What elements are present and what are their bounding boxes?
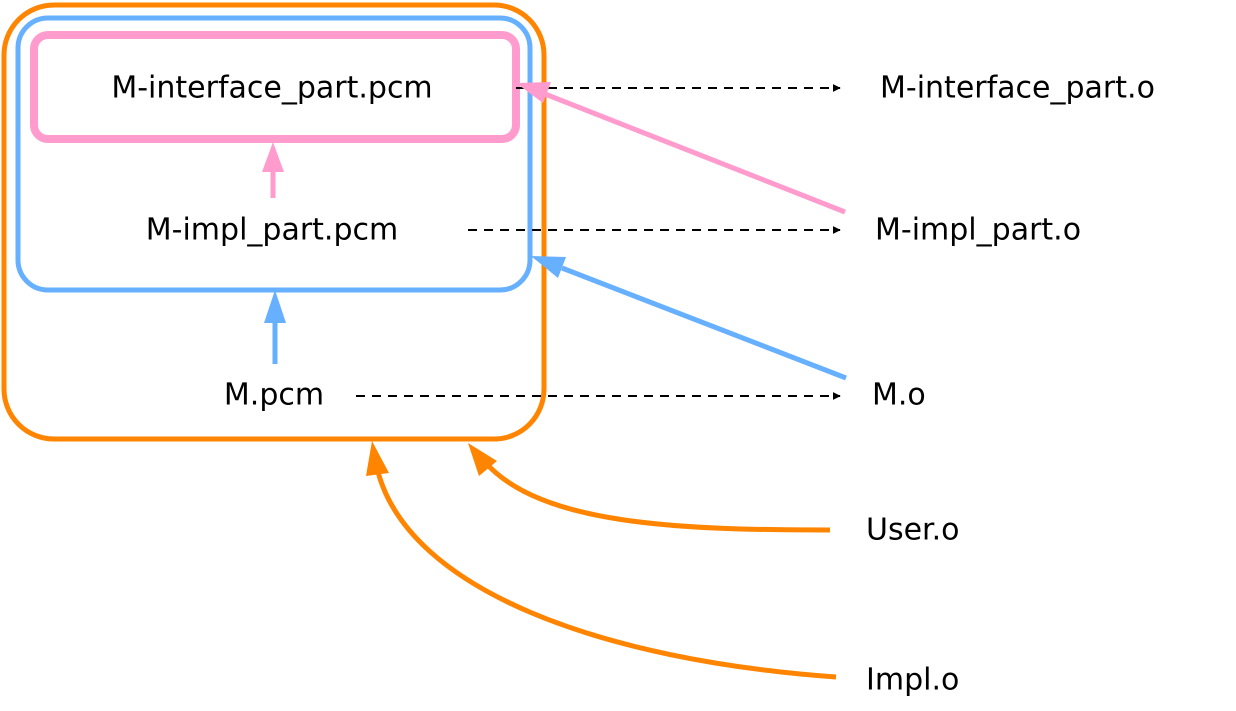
impl-part-group-box xyxy=(15,15,533,293)
impl-file-o-to-mpcm-arrowhead xyxy=(366,441,389,476)
impl-o-label: M-impl_part.o xyxy=(875,213,1081,248)
mpcm-to-impl-arrowhead xyxy=(264,290,286,323)
user-o-to-mpcm-edge xyxy=(483,460,831,533)
interface-pcm-label: M-interface_part.pcm xyxy=(111,71,432,106)
interface-o-label: M-interface_part.o xyxy=(880,71,1155,106)
mpcm-group-box xyxy=(1,2,547,442)
impl-pcm-label: M-impl_part.pcm xyxy=(146,213,398,248)
impl-to-interface-arrowhead xyxy=(262,142,284,172)
impl-file-o-label: Impl.o xyxy=(866,663,959,698)
impl-o-to-interface-arrowhead xyxy=(516,82,551,103)
m-pcm-label: M.pcm xyxy=(224,378,324,413)
mo-to-impl-arrowhead xyxy=(531,256,566,278)
impl-file-o-to-mpcm-edge xyxy=(375,471,837,680)
impl-o-to-interface-edge xyxy=(544,91,846,215)
user-o-to-mpcm-arrowhead xyxy=(468,443,497,476)
m-o-label: M.o xyxy=(872,378,926,413)
user-o-label: User.o xyxy=(866,513,960,548)
mo-to-impl-edge xyxy=(561,265,847,381)
